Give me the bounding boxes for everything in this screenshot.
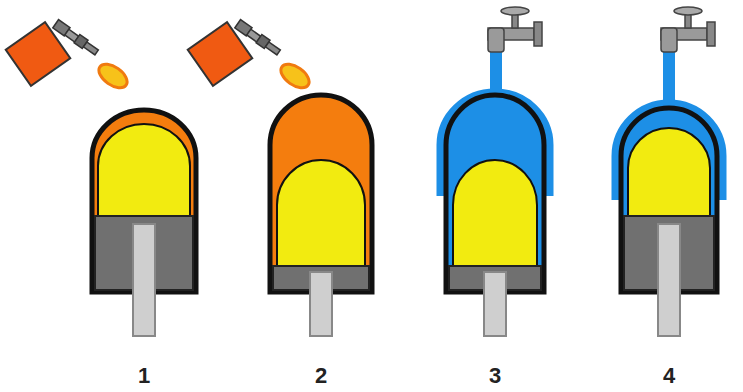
faucet	[488, 7, 542, 52]
cylinder	[441, 50, 549, 336]
cylinder	[270, 95, 372, 336]
cylinder	[616, 50, 722, 336]
torch	[188, 20, 314, 93]
step-number: 1	[138, 365, 150, 387]
torch	[6, 20, 132, 93]
step-number: 3	[489, 365, 501, 387]
step-number: 4	[663, 365, 675, 387]
faucet	[661, 7, 715, 52]
step-number: 2	[315, 365, 327, 387]
cylinder	[92, 110, 196, 336]
